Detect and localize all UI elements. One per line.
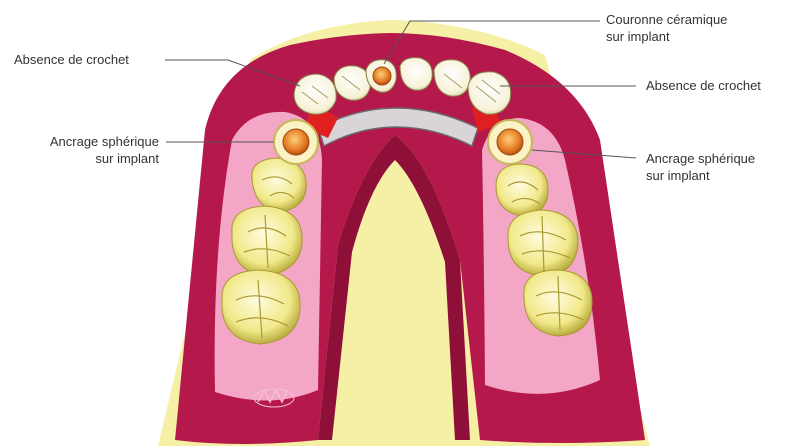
label-ball-left-line2: sur implant <box>50 150 159 167</box>
ball-anchor-left <box>274 120 318 164</box>
label-ball-right-line2: sur implant <box>646 167 755 184</box>
label-ball-anchor-right: Ancrage sphérique sur implant <box>646 150 755 184</box>
label-no-clasp-right-text: Absence de crochet <box>646 77 761 94</box>
label-no-clasp-left: Absence de crochet <box>14 51 129 68</box>
label-ball-anchor-left: Ancrage sphérique sur implant <box>50 133 159 167</box>
label-no-clasp-right: Absence de crochet <box>646 77 761 94</box>
tooth-left-canine <box>294 74 336 114</box>
label-no-clasp-left-text: Absence de crochet <box>14 51 129 68</box>
label-crown-line1: Couronne céramique <box>606 11 727 28</box>
label-ball-left-line1: Ancrage sphérique <box>50 133 159 150</box>
right-premolar <box>496 164 548 216</box>
label-ball-right-line1: Ancrage sphérique <box>646 150 755 167</box>
label-crown-on-implant: Couronne céramique sur implant <box>606 11 727 45</box>
ball-anchor-right <box>488 120 532 164</box>
left-molar-2 <box>222 270 300 344</box>
label-crown-line2: sur implant <box>606 28 727 45</box>
crown-implant <box>373 67 391 85</box>
